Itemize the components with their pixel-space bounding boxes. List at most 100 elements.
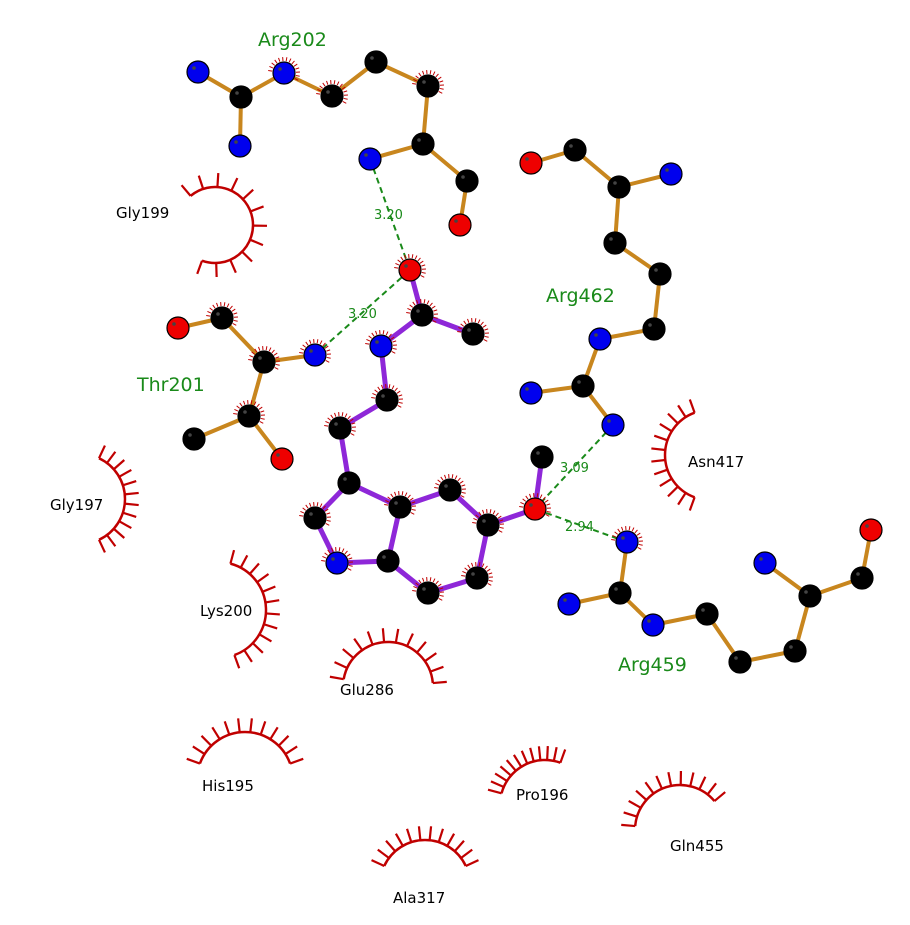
contact-spike	[322, 555, 327, 559]
atom-highlight	[375, 340, 379, 344]
atom-highlight	[343, 477, 347, 481]
contact-spike	[288, 58, 292, 63]
arc-spike	[635, 789, 648, 801]
contact-spike	[483, 339, 488, 342]
atom-highlight	[569, 144, 573, 148]
atom-highlight	[734, 656, 738, 660]
contact-spike	[271, 349, 275, 354]
contact-spike	[388, 384, 391, 389]
contact-spike	[256, 403, 260, 408]
arc-spike	[460, 848, 473, 859]
contact-spike	[275, 356, 280, 359]
arc-spike	[248, 562, 260, 575]
arc-spike	[667, 771, 673, 787]
atom-highlight	[326, 90, 330, 94]
atom-highlight	[621, 536, 625, 540]
contact-spike	[302, 344, 307, 348]
residue-label-gly197: Gly197	[50, 496, 103, 514]
residue-label-arg462: Arg462	[546, 285, 615, 307]
arc-spike	[499, 765, 512, 777]
hydrophobic-arc	[371, 826, 479, 867]
arc-spike	[353, 638, 364, 651]
contact-spike	[365, 343, 370, 345]
hydrophobic-arc	[98, 445, 139, 553]
contact-spike	[439, 80, 444, 83]
contact-spike	[477, 319, 481, 324]
arc-spike	[653, 434, 668, 442]
contact-spike	[327, 549, 331, 554]
contact-spike	[317, 88, 322, 92]
hbond-line	[534, 508, 628, 543]
contact-spike	[371, 332, 375, 337]
contact-spike	[467, 318, 470, 323]
arc-spike	[405, 828, 413, 843]
contact-spike	[351, 429, 356, 432]
contact-spike	[404, 254, 407, 259]
arc-spike	[529, 747, 535, 762]
contact-spike	[326, 356, 331, 359]
contact-spike	[293, 63, 298, 67]
arc-spike	[284, 745, 298, 755]
nitrogen-atom	[228, 134, 252, 158]
atom-highlight	[370, 56, 374, 60]
atom-highlight	[804, 590, 808, 594]
arc-spike	[437, 828, 445, 843]
contact-spike	[326, 519, 331, 522]
carbon-atom	[571, 374, 595, 398]
contact-spike	[392, 340, 397, 343]
arc-curve	[633, 783, 716, 827]
arc-spike	[243, 649, 253, 663]
residue-label-ala317: Ala317	[393, 889, 445, 907]
contact-spike	[250, 400, 253, 405]
contact-spike	[462, 570, 467, 574]
hydrophobic-arc	[229, 549, 280, 669]
atom-highlight	[607, 419, 611, 423]
contact-spike	[434, 487, 439, 489]
contact-spike	[546, 503, 551, 506]
contact-spike	[394, 387, 398, 392]
contact-spike	[294, 78, 299, 81]
arc-curve	[383, 838, 467, 867]
oxygen-atom	[519, 151, 543, 175]
arc-spike	[233, 654, 241, 669]
arc-spike	[490, 780, 505, 788]
arc-spike	[259, 721, 267, 735]
carbon-atom	[728, 650, 752, 674]
contact-spike	[322, 342, 326, 347]
contact-spike	[418, 72, 422, 77]
contact-spike	[207, 310, 212, 314]
contact-spike	[435, 73, 439, 78]
contact-spike	[611, 539, 616, 541]
contact-spike	[295, 74, 300, 77]
contact-spike	[299, 515, 304, 517]
arc-spike	[494, 772, 508, 782]
carbon-atom	[438, 478, 462, 502]
contact-spike	[338, 547, 341, 552]
contact-spike	[488, 572, 493, 575]
contact-spike	[334, 412, 337, 417]
atom-highlight	[309, 349, 313, 353]
atoms	[166, 50, 883, 674]
atom-highlight	[467, 328, 471, 332]
atom-highlight	[422, 587, 426, 591]
arc-spike	[196, 260, 204, 275]
contact-spike	[341, 412, 344, 417]
contact-spike	[439, 87, 444, 90]
arc-spike	[113, 459, 126, 471]
hbond-distance-label: 2.94	[565, 520, 594, 535]
contact-spike	[316, 93, 321, 95]
atom-highlight	[701, 608, 705, 612]
contact-spike	[404, 492, 408, 497]
contact-spike	[254, 348, 258, 353]
carbon-atom	[252, 350, 276, 374]
contact-spike	[401, 491, 404, 496]
contact-spike	[539, 494, 543, 499]
carbon-atom	[465, 566, 489, 590]
arc-spike	[211, 726, 221, 740]
contact-spike	[375, 330, 378, 335]
atom-highlight	[594, 333, 598, 337]
carbon-atom	[376, 549, 400, 573]
contact-spike	[223, 302, 226, 307]
residue-label-gln455: Gln455	[670, 837, 724, 855]
contact-spike	[319, 340, 323, 345]
